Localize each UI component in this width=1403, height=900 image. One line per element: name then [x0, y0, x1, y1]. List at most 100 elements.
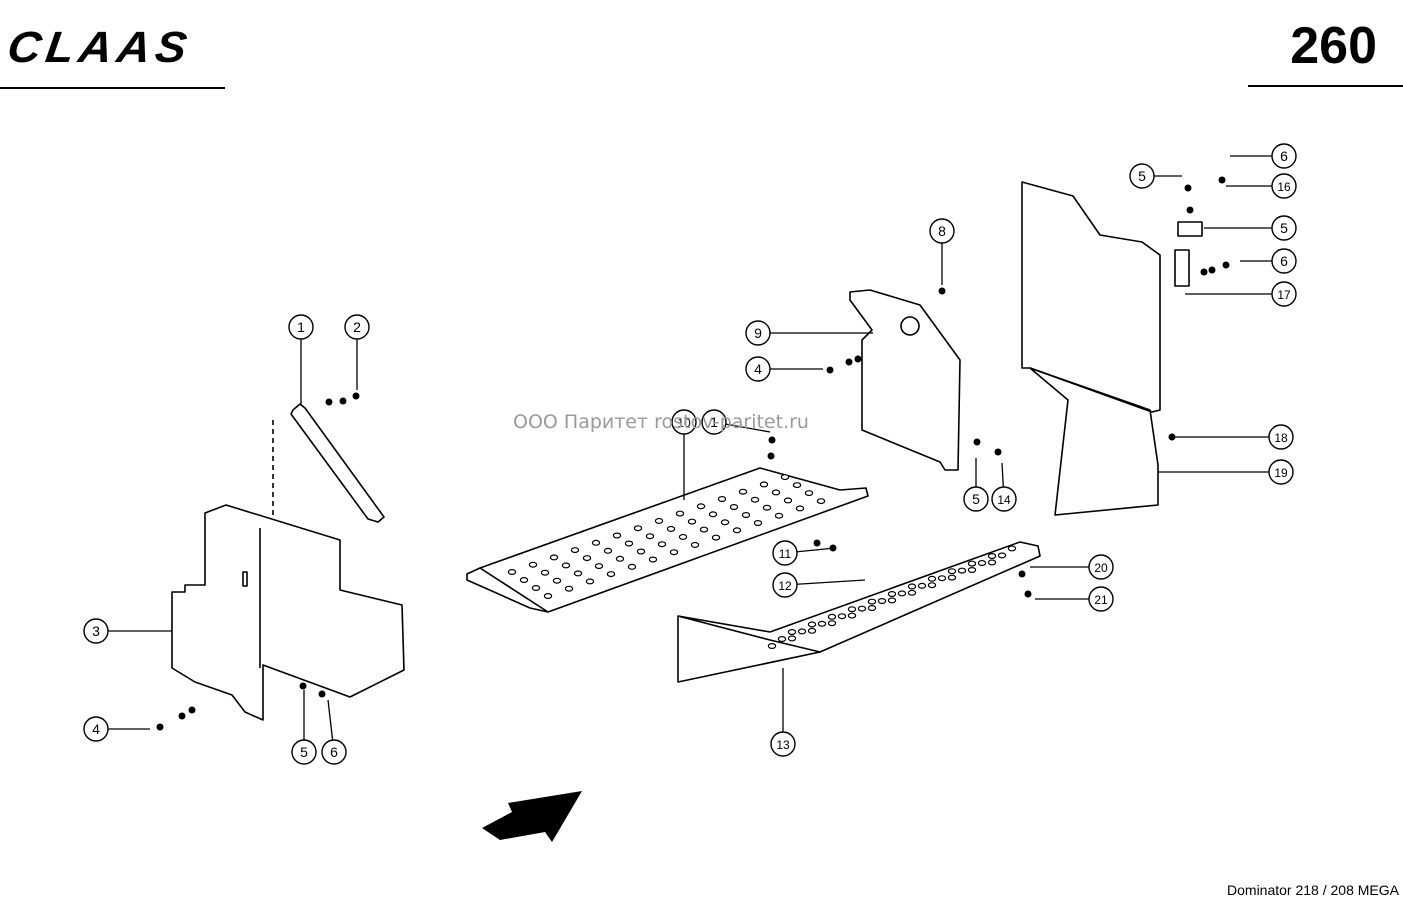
- perforation-hole: [594, 563, 604, 570]
- perforation-hole: [907, 583, 917, 590]
- fastener-icon: [1222, 261, 1230, 269]
- perforation-hole: [937, 575, 947, 582]
- perforation-hole: [606, 571, 616, 578]
- perforation-hole: [507, 568, 517, 575]
- perforation-hole: [627, 563, 637, 570]
- perforations: [507, 474, 1017, 649]
- perforation-hole: [717, 496, 727, 503]
- fastener-icon: [188, 706, 196, 714]
- callout-bubble: 5: [291, 739, 317, 765]
- side-panel-part: [171, 504, 405, 721]
- callout-bubble: 5: [963, 486, 989, 512]
- perforation-hole: [759, 481, 769, 488]
- fastener-icon: [1200, 268, 1208, 276]
- perforation-hole: [696, 503, 706, 510]
- fastener-icon: [767, 452, 775, 460]
- perforation-hole: [807, 621, 817, 628]
- fastener-icon: [826, 366, 834, 374]
- perforation-hole: [720, 519, 730, 526]
- callout-bubble: 2: [344, 314, 370, 340]
- page-number: 260: [1290, 17, 1377, 75]
- callout-bubble: 18: [1268, 424, 1294, 450]
- callout-bubble: 16: [1271, 173, 1297, 199]
- perforation-hole: [738, 488, 748, 495]
- perforation-hole: [783, 497, 793, 504]
- perforation-hole: [807, 627, 817, 634]
- perforation-hole: [977, 559, 987, 566]
- perforation-hole: [867, 604, 877, 611]
- callout-label: 4: [754, 361, 762, 377]
- perforation-hole: [927, 582, 937, 589]
- fastener-icon: [1186, 206, 1194, 214]
- fastener-icon: [178, 712, 186, 720]
- perforation-hole: [897, 590, 907, 597]
- perforation-hole: [927, 575, 937, 582]
- perforation-hole: [582, 555, 592, 562]
- perforation-hole: [669, 549, 679, 556]
- fastener-icon: [1218, 176, 1226, 184]
- fastener-icon: [339, 397, 347, 405]
- perforation-hole: [570, 547, 580, 554]
- callout-label: 3: [92, 623, 100, 639]
- perforation-hole: [987, 552, 997, 559]
- watermark-text: ООО Паритет rostov-paritet.ru: [513, 411, 809, 433]
- perforation-hole: [585, 578, 595, 585]
- perforation-hole: [817, 620, 827, 627]
- fastener-icon: [325, 398, 333, 406]
- perforation-hole: [887, 597, 897, 604]
- perforation-hole: [997, 552, 1007, 559]
- perforation-hole: [657, 541, 667, 548]
- perforation-hole: [708, 511, 718, 518]
- perforation-hole: [837, 613, 847, 620]
- callout-label: 8: [938, 223, 946, 239]
- perforation-hole: [675, 510, 685, 517]
- fastener-icon: [156, 723, 164, 731]
- callout-label: 21: [1094, 593, 1108, 607]
- leader-lines: [96, 155, 1284, 753]
- perforation-hole: [624, 540, 634, 547]
- perforation-hole: [552, 577, 562, 584]
- callout-label: 6: [1280, 148, 1288, 164]
- perforation-hole: [827, 613, 837, 620]
- callout-bubble: 19: [1268, 459, 1294, 485]
- callout-label: 5: [300, 744, 308, 760]
- perforation-hole: [987, 559, 997, 566]
- callout-bubble: 14: [991, 486, 1017, 512]
- callout-bubble: 12: [772, 572, 798, 598]
- callout-bubble: 4: [745, 356, 771, 382]
- callout-label: 14: [997, 493, 1011, 507]
- model-caption: Dominator 218 / 208 MEGA: [1227, 882, 1399, 898]
- perforation-hole: [564, 585, 574, 592]
- fastener-icon: [352, 392, 360, 400]
- perforation-hole: [690, 541, 700, 548]
- perforation-hole: [729, 504, 739, 511]
- callout-label: 18: [1274, 431, 1288, 445]
- perforation-hole: [847, 612, 857, 619]
- perforation-hole: [615, 555, 625, 562]
- perforation-hole: [762, 504, 772, 511]
- fastener-icon: [1024, 590, 1032, 598]
- perforation-hole: [741, 511, 751, 518]
- perforation-hole: [957, 567, 967, 574]
- perforation-hole: [804, 490, 814, 497]
- callout-bubble: 5: [1271, 215, 1297, 241]
- perforation-hole: [699, 526, 709, 533]
- perforation-hole: [787, 635, 797, 642]
- perforation-hole: [540, 569, 550, 576]
- perforation-hole: [967, 560, 977, 567]
- perforation-hole: [678, 533, 688, 540]
- perforation-hole: [847, 606, 857, 613]
- perforation-hole: [633, 525, 643, 532]
- callout-bubble: 4: [83, 716, 109, 742]
- perforation-hole: [612, 532, 622, 539]
- direction-arrow-icon: [482, 791, 582, 842]
- perforation-hole: [767, 642, 777, 649]
- callout-bubble: 10: [671, 409, 697, 435]
- fastener-icon: [1184, 184, 1192, 192]
- perforation-hole: [687, 518, 697, 525]
- callout-label: 4: [92, 721, 100, 737]
- fastener-icon: [845, 358, 853, 366]
